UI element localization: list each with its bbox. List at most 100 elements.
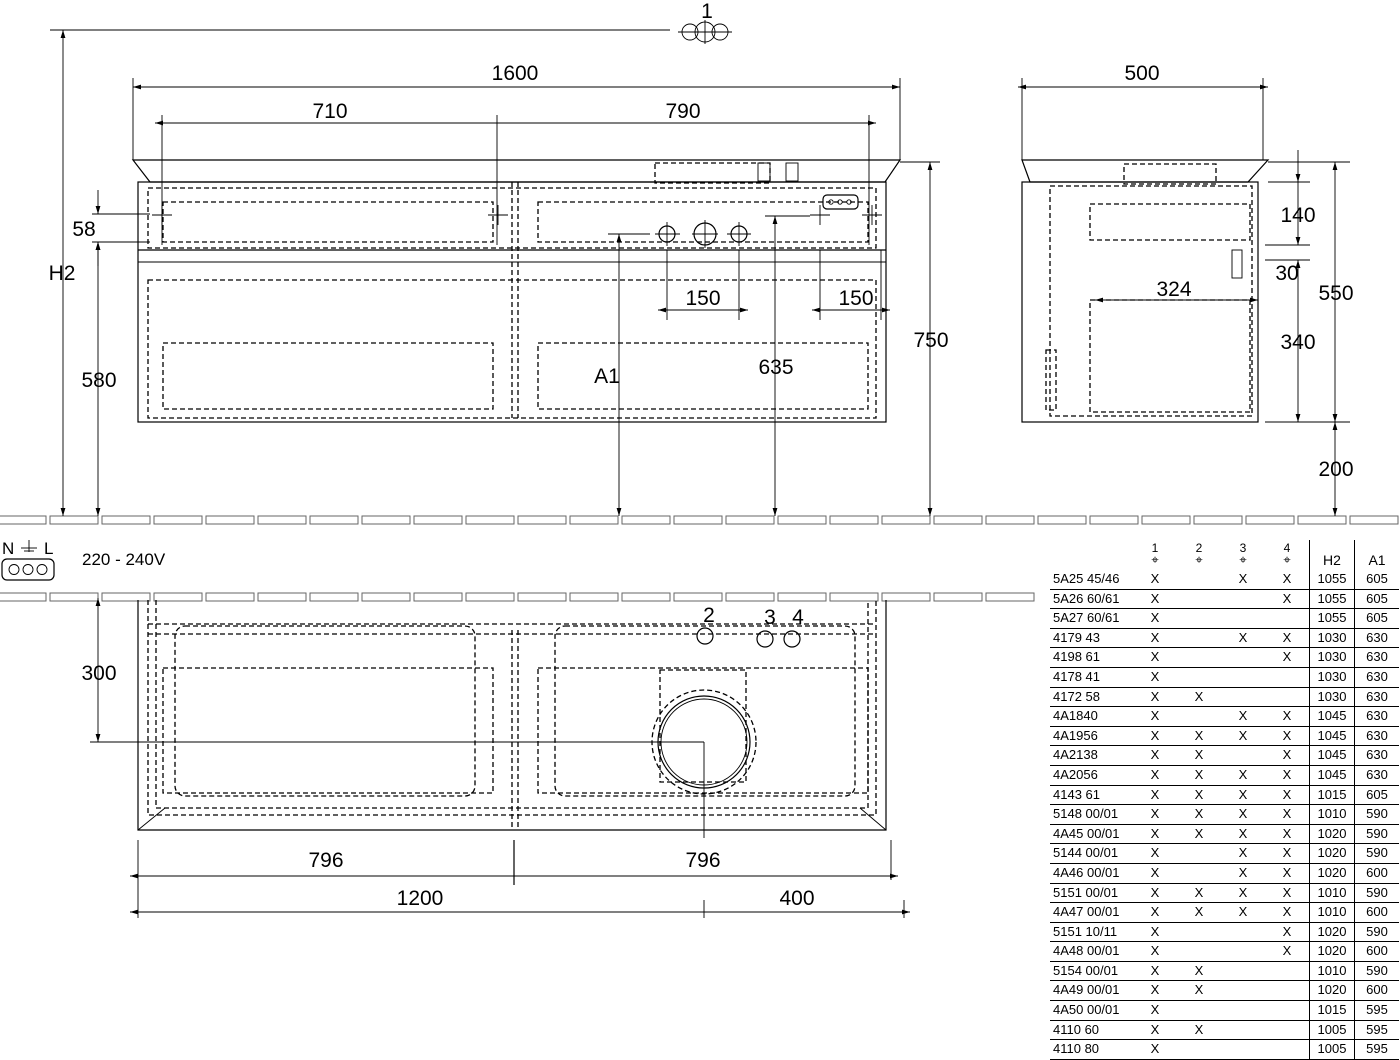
h2-cell: 1020 xyxy=(1309,980,1355,1002)
floor-tile xyxy=(1089,515,1139,525)
connection-mark-cell: X xyxy=(1265,785,1310,806)
model-code-cell: 5151 00/01 xyxy=(1050,883,1133,904)
connection-mark-cell: X xyxy=(1133,687,1177,708)
front-dimensions: 1600 710 790 1 H2 58 580 750 A1 xyxy=(49,0,949,516)
dim-150-socket: 150 xyxy=(838,287,873,310)
connection-mark-cell: X xyxy=(1133,1000,1177,1021)
floor-tile xyxy=(413,592,463,602)
dim-400: 400 xyxy=(779,887,814,910)
connection-mark-cell: X xyxy=(1221,863,1265,884)
model-code-cell: 4A48 00/01 xyxy=(1050,941,1133,962)
floor-tile xyxy=(257,515,307,525)
a1-cell: 605 xyxy=(1354,608,1399,629)
h2-cell: 1015 xyxy=(1309,1000,1355,1021)
model-code-cell: 4A47 00/01 xyxy=(1050,902,1133,923)
connection-mark-cell: X xyxy=(1265,706,1310,727)
h2-cell: 1020 xyxy=(1309,824,1355,845)
floor-tile xyxy=(205,515,255,525)
lower-drawer-left xyxy=(162,342,494,410)
model-code-cell: 4A50 00/01 xyxy=(1050,1000,1133,1021)
connection-mark-cell: X xyxy=(1265,647,1310,668)
table-header-col-1: 1⌖ xyxy=(1151,541,1159,568)
socket-outlet-icon xyxy=(822,194,859,210)
connection-mark-cell xyxy=(1221,1039,1265,1060)
a1-cell: 595 xyxy=(1354,1020,1399,1041)
connection-mark-cell xyxy=(1221,608,1265,629)
floor-tile xyxy=(153,515,203,525)
dim-1200: 1200 xyxy=(397,887,444,910)
table-header-a1: A1 xyxy=(1354,540,1399,570)
floor-tile xyxy=(621,515,671,525)
dim-550: 550 xyxy=(1318,282,1353,305)
connection-mark-cell: X xyxy=(1133,726,1177,747)
connection-mark-cell xyxy=(1265,608,1310,629)
connection-mark-cell: X xyxy=(1177,804,1221,825)
connection-mark-cell: X xyxy=(1133,608,1177,629)
table-header-col-3: 3⌖ xyxy=(1239,541,1247,568)
socket-symbol-icon xyxy=(1,558,55,581)
callout-1: 1 xyxy=(701,0,713,23)
connection-mark-cell: X xyxy=(1133,941,1177,962)
floor-tile xyxy=(49,592,99,602)
connection-mark-cell: X xyxy=(1265,883,1310,904)
connection-mark-cell: X xyxy=(1177,980,1221,1002)
h2-cell: 1005 xyxy=(1309,1039,1355,1060)
model-code-cell: 4110 80 xyxy=(1050,1039,1133,1060)
h2-cell: 1045 xyxy=(1309,745,1355,766)
connection-mark-cell: X xyxy=(1133,961,1177,982)
connection-mark-cell xyxy=(1177,1000,1221,1021)
connection-mark-cell: X xyxy=(1221,824,1265,845)
connection-mark-cell: X xyxy=(1221,726,1265,747)
connection-mark-cell: X xyxy=(1133,804,1177,825)
front-elevation xyxy=(131,159,902,423)
floor-tile xyxy=(1349,515,1399,525)
voltage-label: 220 - 240V xyxy=(82,550,166,569)
floor-tile xyxy=(985,592,1035,602)
dim-324: 324 xyxy=(1156,278,1191,301)
floor-tile xyxy=(49,515,99,525)
a1-cell: 590 xyxy=(1354,843,1399,864)
dim-635: 635 xyxy=(758,356,793,379)
floor-tile xyxy=(569,592,619,602)
connection-mark-cell: X xyxy=(1265,726,1310,747)
connection-1-symbol-icon xyxy=(678,20,732,44)
callout-2: 2 xyxy=(703,604,715,627)
h2-cell: 1015 xyxy=(1309,785,1355,806)
h2-cell: 1055 xyxy=(1309,608,1355,629)
connection-mark-cell xyxy=(1177,589,1221,610)
a1-cell: 590 xyxy=(1354,922,1399,943)
connection-mark-cell: X xyxy=(1177,961,1221,982)
connection-mark-cell xyxy=(1177,608,1221,629)
dim-58: 58 xyxy=(72,218,95,241)
floor-tile xyxy=(621,592,671,602)
floor-tile xyxy=(465,592,515,602)
floor-tile xyxy=(673,515,723,525)
floor-tile xyxy=(725,592,775,602)
a1-cell: 600 xyxy=(1354,902,1399,923)
a1-cell: 630 xyxy=(1354,706,1399,727)
model-code-cell: 4143 61 xyxy=(1050,785,1133,806)
dim-340: 340 xyxy=(1280,331,1315,354)
floor-tile xyxy=(1297,515,1347,525)
model-code-cell: 4A49 00/01 xyxy=(1050,980,1133,1002)
connection-mark-cell: X xyxy=(1133,745,1177,766)
connection-mark-cell xyxy=(1221,667,1265,688)
connection-mark-cell: X xyxy=(1265,922,1310,943)
connection-mark-cell: X xyxy=(1133,570,1177,590)
h2-cell: 1020 xyxy=(1309,922,1355,943)
dim-580: 580 xyxy=(81,369,116,392)
floor-tile xyxy=(309,515,359,525)
connection-mark-cell xyxy=(1265,980,1310,1002)
